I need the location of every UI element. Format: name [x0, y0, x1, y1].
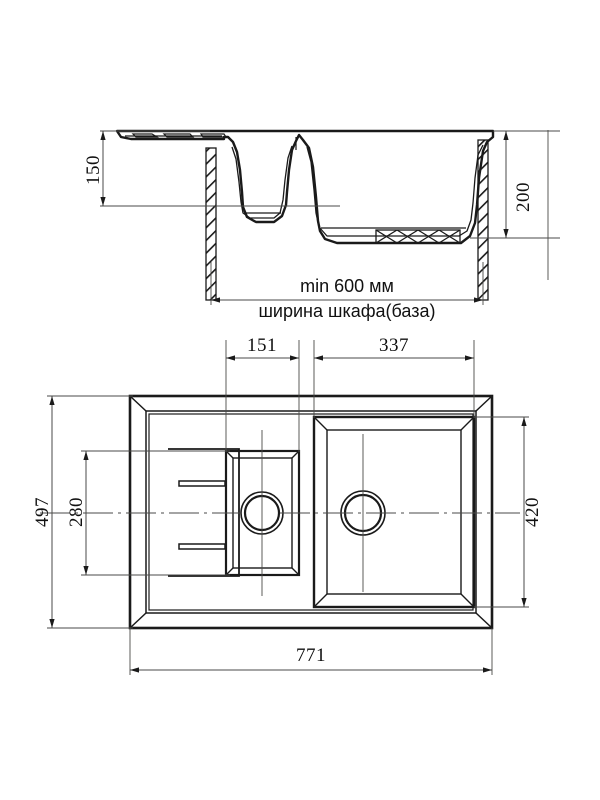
dimension-771: 771: [129, 628, 493, 675]
dimension-label-497: 497: [32, 497, 53, 527]
bowl-bottom-crosshatch: [375, 229, 461, 244]
large-bowl-plan: [312, 415, 476, 609]
dimension-label-200: 200: [513, 182, 534, 212]
dimension-label-771: 771: [296, 645, 326, 666]
sink-outer-rim: [128, 394, 494, 630]
dimension-label-420: 420: [522, 497, 543, 527]
dimension-280: 280: [66, 450, 230, 576]
dimension-label-337: 337: [379, 335, 409, 356]
dimension-200: 200: [470, 130, 560, 239]
dimension-cabinet-width: min 600 мм ширина шкафа(база): [210, 262, 484, 321]
dimension-label-150: 150: [83, 155, 104, 185]
dimension-label-151: 151: [247, 335, 277, 356]
dimension-151: 151: [225, 335, 300, 452]
drainboard-plan: [168, 448, 240, 577]
center-lines: [40, 430, 520, 596]
drainboard-grooves-section: [131, 133, 228, 138]
sink-section-inner: [125, 135, 484, 237]
dimension-150: 150: [83, 130, 340, 207]
dimension-497: 497: [32, 395, 133, 629]
dimension-420: 420: [474, 416, 543, 608]
dimension-337: 337: [313, 335, 475, 418]
dimension-label-280: 280: [66, 497, 87, 527]
plan-view: 151 337 497 280: [32, 335, 543, 675]
elevation-view: 150 200 min 600 мм ширина шкафа(база): [83, 129, 560, 321]
cabinet-width-value: min 600 мм: [300, 276, 394, 296]
cabinet-width-caption: ширина шкафа(база): [258, 301, 435, 321]
